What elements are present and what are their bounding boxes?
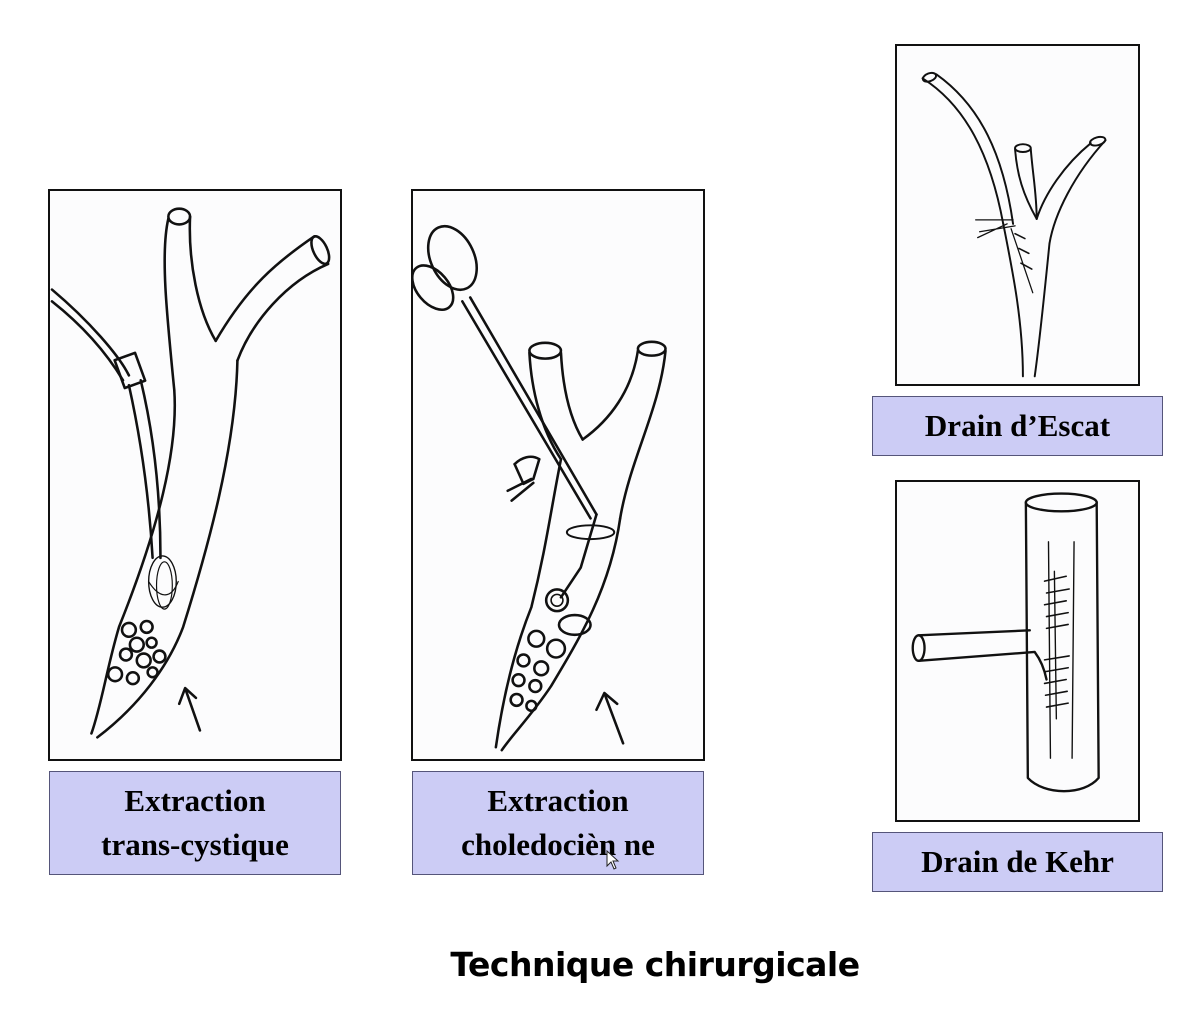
label-escat: Drain d’Escat [872,396,1163,456]
escat-drain-drawing [921,71,1107,378]
label-trans-cystique-line1: Extraction [124,783,266,818]
illustration-escat [895,44,1140,386]
illustration-trans-cystique [48,189,342,761]
label-trans-cystique: Extraction trans-cystique [49,771,341,875]
kehr-drain-drawing [911,492,1100,793]
slide-title: Technique chirurgicale [450,945,860,984]
illustration-kehr [895,480,1140,822]
label-choledocienne-line1: Extraction [487,783,629,818]
illustration-choledocienne [411,189,705,761]
label-choledocienne: Extraction choledocièn ne [412,771,704,875]
label-choledocienne-line2: choledocièn ne [461,827,655,862]
label-escat-text: Drain d’Escat [924,408,1111,443]
label-trans-cystique-line2: trans-cystique [101,827,289,862]
label-kehr: Drain de Kehr [872,832,1163,892]
label-kehr-text: Drain de Kehr [921,844,1114,879]
bile-duct-drawing-trans-cystique [50,207,331,739]
bile-duct-drawing-choledocienne [413,224,667,752]
mouse-pointer-icon [606,850,620,870]
